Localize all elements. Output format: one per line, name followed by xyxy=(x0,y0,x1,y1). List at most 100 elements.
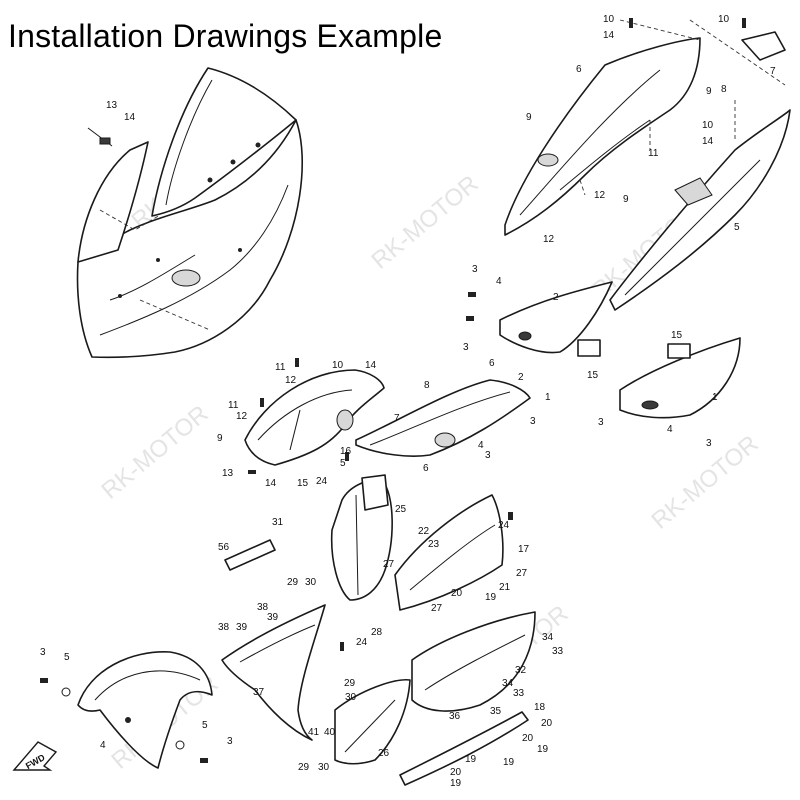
callout: 14 xyxy=(265,478,277,489)
callout: 10 xyxy=(718,14,730,25)
callout: 11 xyxy=(228,400,239,411)
callout: 3 xyxy=(485,450,491,461)
callout: 31 xyxy=(272,517,284,528)
callout: 23 xyxy=(428,539,440,550)
callout: 19 xyxy=(465,754,477,765)
callout: 26 xyxy=(378,748,390,759)
callout: 56 xyxy=(218,542,230,553)
callout: 24 xyxy=(316,476,328,487)
callout: 17 xyxy=(518,544,530,555)
callout: 15 xyxy=(297,478,309,489)
callout: 33 xyxy=(513,688,525,699)
callout: 14 xyxy=(365,360,377,371)
callout: 18 xyxy=(534,702,546,713)
callout: 2 xyxy=(553,292,559,303)
callout: 36 xyxy=(449,711,461,722)
callout: 15 xyxy=(671,330,683,341)
callout: 40 xyxy=(324,727,336,738)
callout: 1 xyxy=(545,392,551,403)
callout: 24 xyxy=(356,637,368,648)
callout: 20 xyxy=(451,588,463,599)
callout: 33 xyxy=(552,646,564,657)
callout: 3 xyxy=(40,647,46,658)
callout: 4 xyxy=(478,440,484,451)
callout: 10 xyxy=(332,360,344,371)
callout: 12 xyxy=(594,190,606,201)
callout: 12 xyxy=(285,375,297,386)
callout: 3 xyxy=(530,416,536,427)
callout: 14 xyxy=(603,30,615,41)
callout: 22 xyxy=(418,526,430,537)
middle-fairing-assembly xyxy=(221,369,536,786)
callout: 20 xyxy=(450,767,462,778)
callout-14: 14 xyxy=(124,112,136,123)
callout: 6 xyxy=(423,463,429,474)
fasteners xyxy=(40,18,746,763)
callout: 29 xyxy=(344,678,356,689)
callout: 16 xyxy=(340,446,352,457)
callout: 11 xyxy=(648,148,659,159)
callout: 4 xyxy=(100,740,106,751)
callout: 5 xyxy=(734,222,740,233)
page-title: Installation Drawings Example xyxy=(8,18,443,54)
callout: 3 xyxy=(706,438,712,449)
watermark: RK-MOTOR xyxy=(367,170,484,274)
callout: 38 xyxy=(257,602,269,613)
callout: 7 xyxy=(394,413,400,424)
callout: 8 xyxy=(424,380,430,391)
callout-7: 7 xyxy=(770,66,776,77)
callout: 11 xyxy=(275,362,286,373)
callout: 25 xyxy=(395,504,407,515)
callout: 30 xyxy=(318,762,330,773)
callout: 3 xyxy=(463,342,469,353)
callout: 9 xyxy=(526,112,532,123)
callout: 13 xyxy=(222,468,234,479)
callout: 32 xyxy=(515,665,527,676)
callout: 39 xyxy=(267,612,279,623)
callout: 9 xyxy=(623,194,629,205)
callout: 5 xyxy=(64,652,70,663)
callout: 34 xyxy=(502,678,514,689)
callout: 10 xyxy=(702,120,714,131)
callout-labels: 10 14 10 6 5 2 1 15 15 3 4 3 11 12 12 9 … xyxy=(40,14,740,789)
callout: 14 xyxy=(702,136,714,147)
callout: 34 xyxy=(542,632,554,643)
callout: 3 xyxy=(598,417,604,428)
callout: 9 xyxy=(706,86,712,97)
front-fender-assembly: FWD xyxy=(12,651,213,771)
callout: 2 xyxy=(518,372,524,383)
callout: 3 xyxy=(227,736,233,747)
callout: 27 xyxy=(383,559,395,570)
callout: 6 xyxy=(489,358,495,369)
callout: 4 xyxy=(496,276,502,287)
callout: 19 xyxy=(485,592,497,603)
callout: 19 xyxy=(450,778,462,789)
callout: 41 xyxy=(308,727,320,738)
callout-13: 13 xyxy=(106,100,118,111)
callout: 5 xyxy=(202,720,208,731)
callout: 20 xyxy=(541,718,553,729)
callout: 39 xyxy=(236,622,248,633)
callout: 19 xyxy=(503,757,515,768)
callout: 27 xyxy=(431,603,443,614)
callout: 8 xyxy=(721,84,727,95)
callout: 1 xyxy=(712,392,718,403)
callout: 24 xyxy=(498,520,510,531)
callout: 27 xyxy=(516,568,528,579)
callout: 4 xyxy=(667,424,673,435)
callout: 28 xyxy=(371,627,383,638)
callout: 12 xyxy=(236,411,248,422)
callout: 5 xyxy=(340,458,346,469)
callout: 15 xyxy=(587,370,599,381)
callout: 6 xyxy=(576,64,582,75)
callout: 19 xyxy=(537,744,549,755)
callout: 10 xyxy=(603,14,615,25)
callout: 29 xyxy=(298,762,310,773)
callout: 20 xyxy=(522,733,534,744)
callout: 35 xyxy=(490,706,502,717)
callout: 30 xyxy=(345,692,357,703)
callout: 37 xyxy=(253,687,265,698)
callout: 30 xyxy=(305,577,317,588)
fwd-arrow-icon: FWD xyxy=(12,741,58,771)
